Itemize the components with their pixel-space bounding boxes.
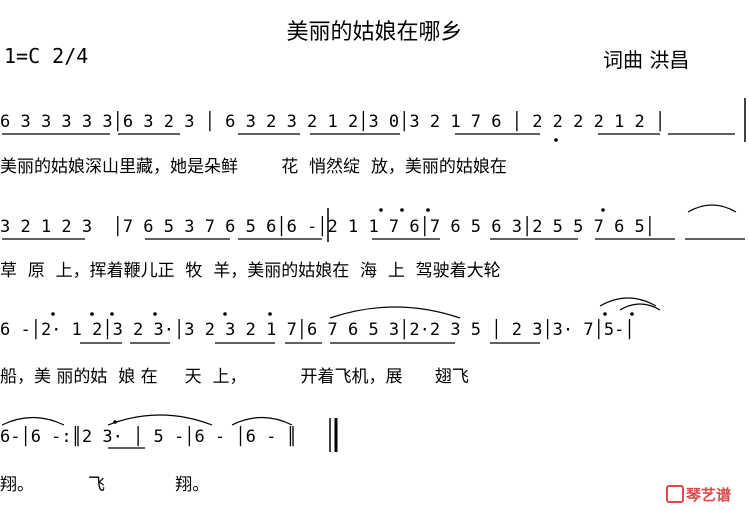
beams	[2, 133, 745, 449]
lyrics-row-4: 翔。 飞 翔。	[0, 475, 210, 495]
song-title: 美丽的姑娘在哪乡	[286, 20, 463, 45]
lyrics-row-3: 船，美 丽的姑 娘 在 天 上， 开着飞机，展 翅飞	[0, 367, 469, 387]
lyrics-row-2: 草 原 上，挥着鞭儿正 牧 羊，美丽的姑娘在 海 上 驾驶着大轮	[0, 261, 501, 281]
notes-row-4: 6-│6 -:║2 3· │ 5 -│6 - │6 - ║	[0, 427, 297, 447]
watermark: 琴艺谱	[666, 484, 731, 505]
logo-icon	[666, 485, 684, 503]
lyrics-row-1: 美丽的姑娘深山里藏，她是朵鲜 花 悄然绽 放，美丽的姑娘在	[0, 157, 507, 177]
notes-row-3: 6 -│2· 1 2│3 2 3·│3 2 3 2 1 7│6 7 6 5 3│…	[0, 320, 635, 340]
key-signature: 1=C 2/4	[4, 44, 89, 68]
credit: 词曲 洪昌	[603, 48, 690, 72]
notes-row-1: 6 3 3 3 3 3│6 3 2 3 │ 6 3 2 3 2 1 2│3 0│…	[0, 112, 666, 132]
slurs	[1, 204, 737, 426]
notes-row-2: 3 2 1 2 3 │7 6 5 3 7 6 5 6│6 -│2 1 1 7 6…	[0, 217, 656, 237]
